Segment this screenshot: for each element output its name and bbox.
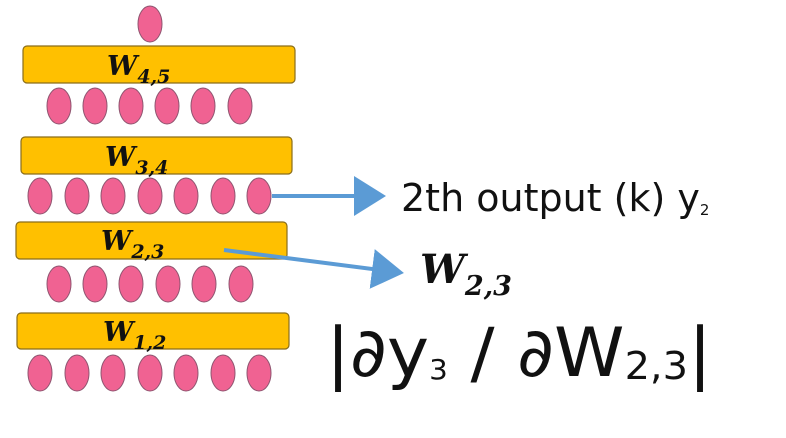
weight-bar <box>22 45 296 84</box>
neuron <box>246 177 272 215</box>
top-output-node <box>137 5 163 43</box>
gradient-numerator: |∂y <box>326 314 429 393</box>
weight-layer-3-4: W3,4 <box>20 136 293 179</box>
neuron <box>118 87 144 125</box>
weight-label: W3,4 <box>105 142 168 179</box>
neuron <box>173 354 199 392</box>
weight-bar <box>20 136 293 175</box>
weight-callout-symbol: W <box>420 246 469 293</box>
weight-layer-1-2: W1,2 <box>16 312 290 354</box>
weight-symbol: W <box>107 51 140 82</box>
neuron <box>227 87 253 125</box>
neuron <box>64 177 90 215</box>
neuron <box>210 177 236 215</box>
neuron <box>137 177 163 215</box>
neuron <box>46 265 72 303</box>
weight-layer-2-3: W2,3 <box>15 221 288 263</box>
node-row-3 <box>46 265 254 303</box>
neuron <box>27 354 53 392</box>
neuron <box>228 265 254 303</box>
neuron <box>64 354 90 392</box>
weight-layer-4-5: W4,5 <box>22 45 296 88</box>
weight-subscript: 1,2 <box>133 332 166 354</box>
weight-label: W4,5 <box>107 51 170 88</box>
weight-callout: W2,3 <box>420 246 512 302</box>
gradient-close: | <box>688 314 712 393</box>
denominator-subscript: 2,3 <box>625 344 688 388</box>
output-label-text: 2th output (k) y <box>401 176 700 220</box>
weight-label: W1,2 <box>103 317 166 354</box>
neuron <box>27 177 53 215</box>
weight-bar <box>16 312 290 350</box>
neuron <box>118 265 144 303</box>
output-label: 2th output (k) y2 <box>401 176 709 220</box>
weight-callout-subscript: 2,3 <box>464 271 512 302</box>
neuron <box>246 354 272 392</box>
output-label-subscript: 2 <box>700 201 710 219</box>
node-row-4 <box>27 177 272 215</box>
weight-symbol: W <box>103 317 136 348</box>
neuron <box>137 354 163 392</box>
node-row-1 <box>27 354 272 392</box>
node-row-5 <box>46 87 253 125</box>
weight-subscript: 3,4 <box>135 157 168 179</box>
neuron <box>173 177 199 215</box>
weight-subscript: 2,3 <box>130 241 164 263</box>
weight-subscript: 4,5 <box>137 66 170 88</box>
neuron <box>82 87 108 125</box>
neuron <box>190 87 216 125</box>
neuron <box>100 177 126 215</box>
neuron <box>82 265 108 303</box>
weight-bar <box>15 221 288 260</box>
neuron <box>154 87 180 125</box>
weight-label: W2,3 <box>101 226 164 263</box>
neuron <box>46 87 72 125</box>
neuron <box>191 265 217 303</box>
neuron <box>155 265 181 303</box>
gradient-denominator: / ∂W <box>448 314 625 393</box>
numerator-subscript: 3 <box>429 353 448 386</box>
weight-symbol: W <box>101 226 134 257</box>
neuron <box>100 354 126 392</box>
weight-arrow <box>223 248 404 289</box>
weight-symbol: W <box>105 142 138 173</box>
neuron <box>210 354 236 392</box>
